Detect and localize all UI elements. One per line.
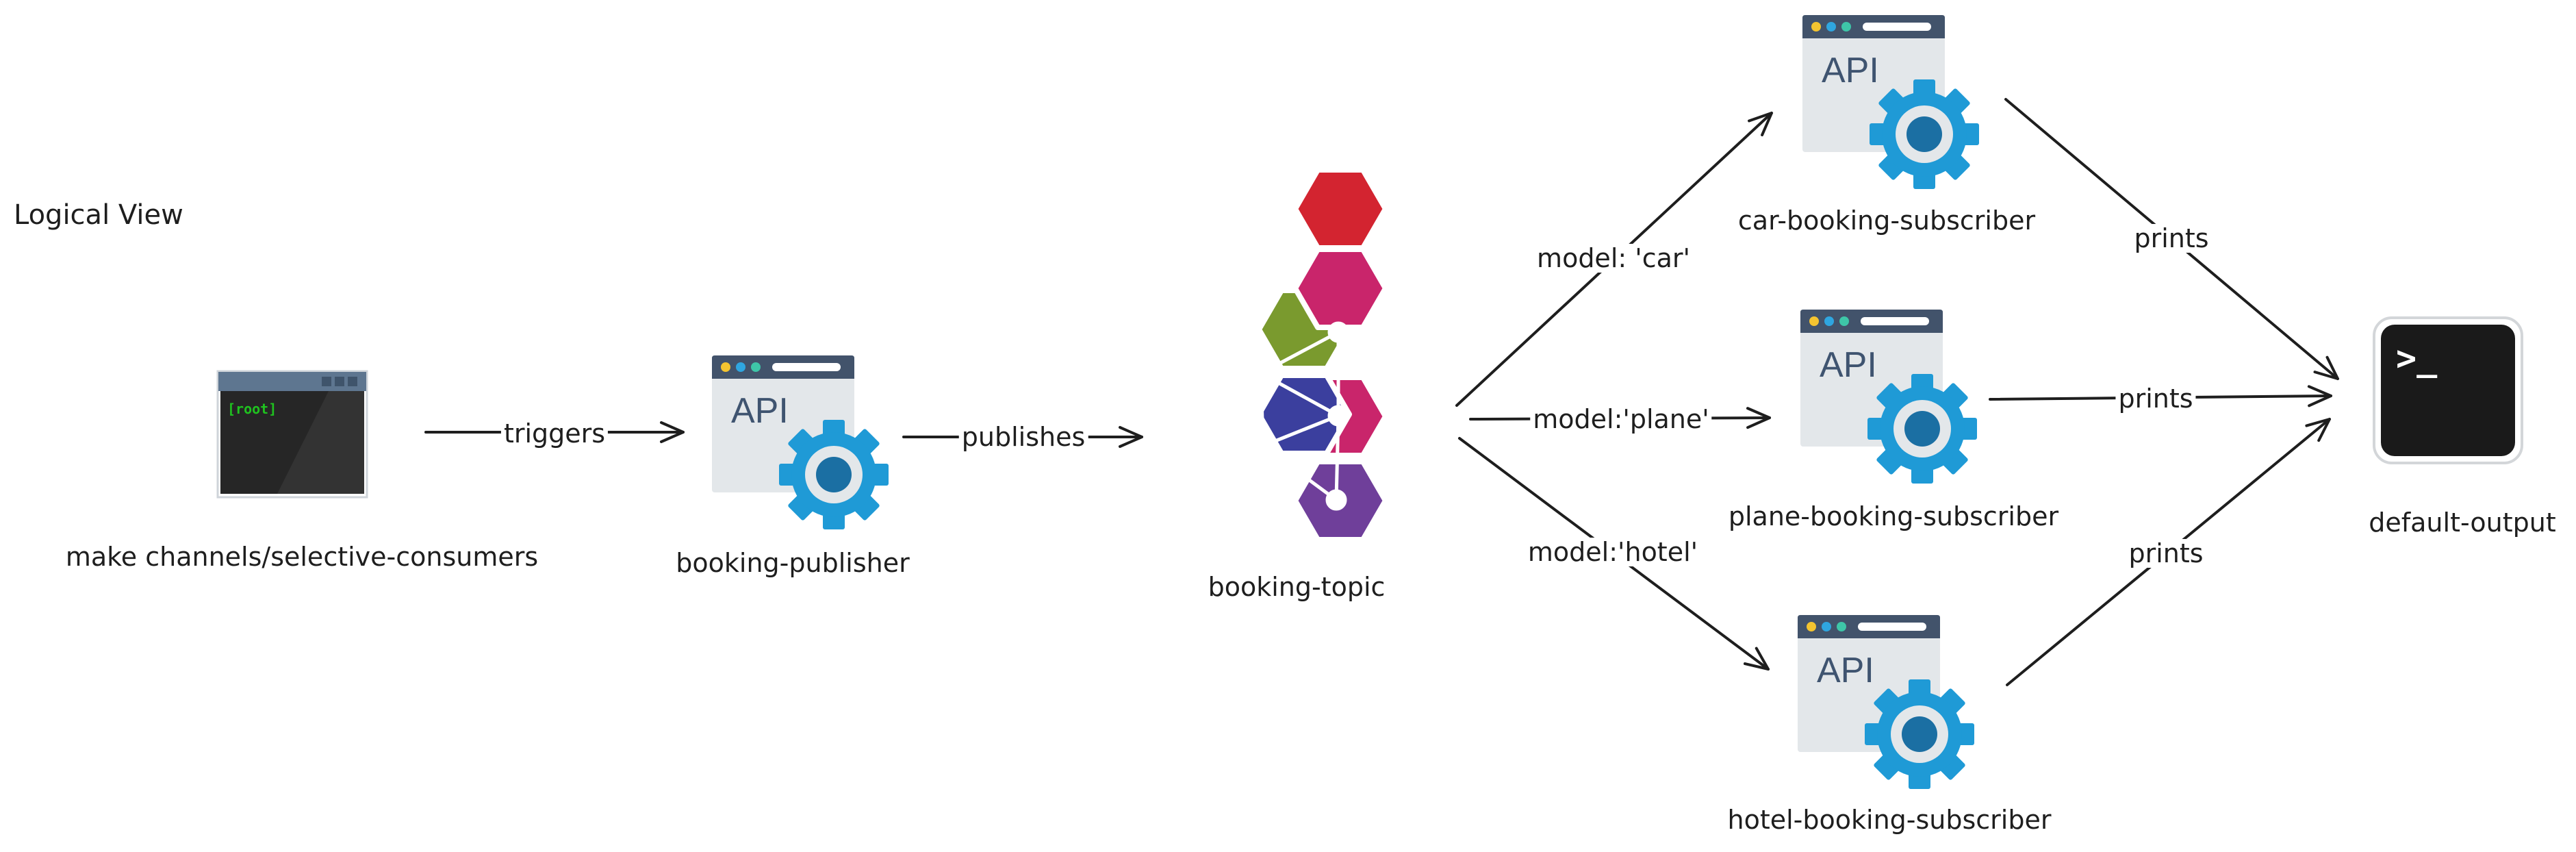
publishes-edge-label: publishes — [958, 423, 1088, 451]
prints-car-edge-label: prints — [2131, 224, 2212, 253]
topic-graph-links — [1250, 321, 1349, 511]
console-icon: >_ — [2373, 316, 2523, 464]
output-node-label: default-output — [2369, 508, 2556, 538]
prints-hotel-edge-label: prints — [2126, 539, 2206, 568]
model-plane-edge-label: model:'plane' — [1530, 405, 1712, 434]
model-hotel-edge-label: model:'hotel' — [1525, 538, 1701, 566]
diagram-title: Logical View — [14, 199, 183, 231]
hotel-booking-subscriber-api-icon — [1798, 615, 1974, 789]
terminal-prompt-text: [root] — [227, 401, 277, 417]
car-subscriber-label: car-booking-subscriber — [1737, 205, 2036, 236]
topic-node-label: booking-topic — [1208, 572, 1386, 602]
triggers-edge-label: triggers — [500, 419, 609, 448]
terminal-window-icon: [root] — [216, 370, 368, 499]
hexagon-cluster-topic-icon — [1256, 167, 1388, 542]
console-prompt-text: >_ — [2396, 338, 2438, 378]
booking-publisher-api-icon — [712, 355, 889, 529]
model-car-edge-label: model: 'car' — [1534, 244, 1693, 273]
prints-plane-edge-label: prints — [2115, 384, 2196, 413]
publisher-node-label: booking-publisher — [676, 548, 910, 578]
hotel-subscriber-label: hotel-booking-subscriber — [1727, 805, 2052, 835]
plane-booking-subscriber-api-icon — [1800, 310, 1977, 484]
car-booking-subscriber-api-icon — [1802, 15, 1979, 189]
plane-subscriber-label: plane-booking-subscriber — [1728, 501, 2059, 531]
terminal-node-label: make channels/selective-consumers — [65, 542, 539, 572]
